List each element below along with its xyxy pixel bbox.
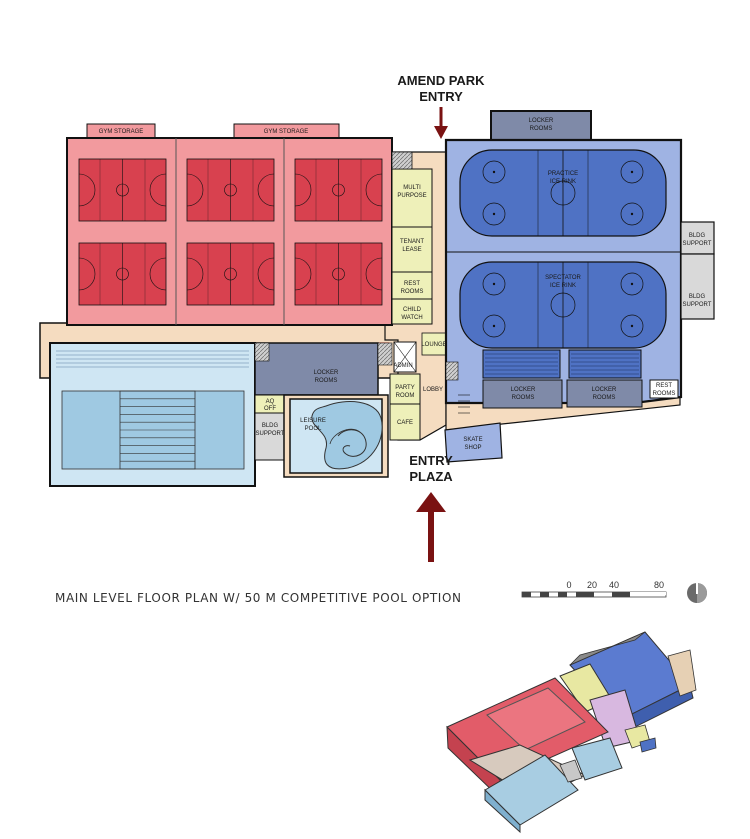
room-labels: GYM STORAGE GYM STORAGE MULTI PURPOSE TE… [99,118,712,451]
child-watch-label: CHILD [403,307,422,313]
bldg-support-label: SUPPORT [256,431,285,437]
entry-label: ENTRY [409,453,453,468]
entry-label: ENTRY [419,89,463,104]
arrow-down-icon [434,126,448,139]
locker-rooms-label: LOCKER [592,387,617,393]
axonometric-view [446,631,697,834]
practice-rink-label: ICE RINK [550,179,576,185]
basketball-court [186,158,275,222]
leisure-pool-label: LEISURE [300,418,326,424]
scale-bar: 0 20 40 80 [521,580,667,598]
basketball-court [294,158,383,222]
locker-rooms-label: ROOMS [512,395,535,401]
bldg-support-label: BLDG [689,233,706,239]
spectator-rink-label: SPECTATOR [545,275,581,281]
entry-arrow-icon [428,510,434,562]
party-room-label: PARTY [395,385,414,391]
lounge-label: LOUNGE [421,342,446,348]
lobby-label: LOBBY [423,387,443,393]
locker-rooms-label: ROOMS [315,378,338,384]
multi-purpose-label: PURPOSE [397,193,426,199]
multi-purpose-label: MULTI [403,185,421,191]
practice-rink-label: PRACTICE [548,171,578,177]
locker-rooms-label: LOCKER [529,118,554,124]
north-arrow-icon [687,583,707,603]
locker-rooms-label: LOCKER [314,370,339,376]
aq-off-label: OFF [264,406,276,412]
admin-label: ADMIN [393,363,412,369]
scale-tick-label: 20 [587,580,597,590]
gym-storage-label: GYM STORAGE [99,129,144,135]
rest-rooms-label: REST [404,281,420,287]
aq-off-label: AQ [266,399,275,405]
ice-rinks [459,149,667,349]
basketball-court [78,158,167,222]
scale-tick-label: 40 [609,580,619,590]
bldg-support-label: SUPPORT [683,241,712,247]
competition-pool-lanes [119,390,196,470]
basketball-court [294,242,383,306]
skate-shop-label: SKATE [463,437,482,443]
scale-tick-label: 80 [654,580,664,590]
scale-tick-label: 0 [566,580,571,590]
gym-storage-label: GYM STORAGE [264,129,309,135]
rest-rooms-label: ROOMS [653,391,676,397]
bldg-support-label: SUPPORT [683,302,712,308]
locker-rooms-label: ROOMS [530,126,553,132]
party-room-label: ROOM [396,393,415,399]
leisure-pool-label: POOL [305,426,322,432]
entry-label: PLAZA [409,469,453,484]
entry-plaza: ENTRY PLAZA [409,453,453,562]
cafe-label: CAFE [397,420,413,426]
basketball-court [186,242,275,306]
bldg-support-label: BLDG [689,294,706,300]
locker-rooms-label: LOCKER [511,387,536,393]
tenant-lease-label: TENANT [400,239,424,245]
locker-rooms-label: ROOMS [593,395,616,401]
rink-bleachers [485,353,639,375]
floor-plan: GYM STORAGE GYM STORAGE MULTI PURPOSE TE… [39,73,715,562]
amend-park-entry: AMEND PARK ENTRY [397,73,485,139]
gymnasium [66,123,393,326]
entry-label: AMEND PARK [397,73,485,88]
aquatics [49,342,393,487]
plan-caption: MAIN LEVEL FLOOR PLAN W/ 50 M COMPETITIV… [55,591,462,605]
arrow-up-icon [416,492,446,512]
pool-bleachers [56,350,249,368]
lane-block [119,390,196,470]
bldg-support-label: BLDG [262,423,279,429]
skate-shop-label: SHOP [464,445,481,451]
tenant-lease-label: LEASE [402,247,421,253]
ice-rink [459,261,667,349]
child-watch-label: WATCH [401,315,422,321]
rest-rooms-label: ROOMS [401,289,424,295]
rest-rooms-label: REST [656,383,672,389]
spectator-rink-label: ICE RINK [550,283,576,289]
ice-arena [444,110,715,463]
ice-rink [459,149,667,237]
lobby-stairs [458,394,470,414]
basketball-courts [78,158,383,306]
basketball-court [78,242,167,306]
